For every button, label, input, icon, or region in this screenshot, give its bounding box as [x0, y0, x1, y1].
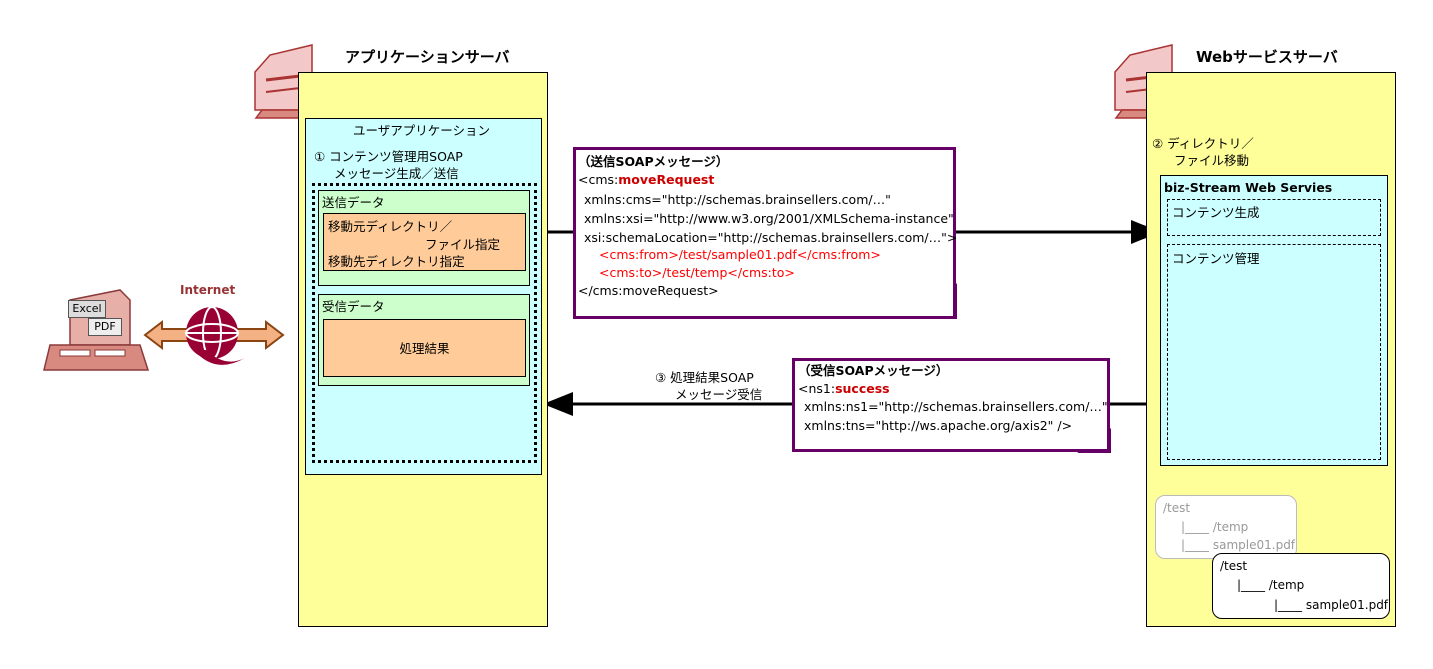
content-create-box: [1167, 199, 1381, 236]
web-server-title: Webサービスサーバ: [1196, 48, 1338, 66]
biz-stream-title: biz-Stream Web Servies: [1164, 180, 1333, 195]
send-line-schema: xsi:schemaLocation="http://schemas.brain…: [584, 230, 958, 245]
result-box: 処理結果: [323, 319, 526, 377]
step1-line2: メッセージ生成／送信: [334, 166, 459, 181]
step3-line2: メッセージ受信: [675, 387, 763, 402]
biz-stream-panel: [1160, 175, 1388, 466]
app-server-icon: [254, 44, 314, 119]
recv-open-tag: <ns1:success: [798, 380, 890, 397]
send-line-from: <cms:from>/test/sample01.pdf</cms:from>: [599, 247, 881, 262]
excel-doc-icon: Excel: [68, 300, 106, 318]
user-app-title: ユーザアプリケーション: [353, 123, 491, 138]
step2-line2: ファイル移動: [1174, 153, 1250, 168]
send-line2: ファイル指定: [425, 237, 501, 252]
recv-soap-title: （受信SOAPメッセージ）: [798, 363, 949, 378]
tree-before-line1: |____ /temp: [1181, 520, 1249, 534]
send-line3: 移動先ディレクトリ指定: [328, 254, 465, 269]
globe-icon: [185, 306, 245, 365]
send-data-label: 送信データ: [322, 195, 385, 210]
excel-label: Excel: [72, 302, 102, 315]
tree-after-line2: |____ sample01.pdf: [1274, 598, 1389, 612]
send-close-tag: </cms:moveRequest>: [578, 283, 719, 298]
send-soap-title: （送信SOAPメッセージ）: [578, 154, 729, 169]
tree-before-root: /test: [1163, 501, 1191, 515]
tree-after-line1: |____ /temp: [1237, 578, 1305, 592]
step1-line1: ① コンテンツ管理用SOAP: [314, 149, 463, 164]
send-line-to: <cms:to>/test/temp</cms:to>: [599, 265, 795, 280]
result-label: 処理結果: [399, 341, 450, 356]
recv-line-xmlns-ns1: xmlns:ns1="http://schemas.brainsellers.c…: [804, 399, 1108, 414]
tree-before-line2: |____ sample01.pdf: [1181, 538, 1296, 552]
send-soap-bubble: [573, 147, 956, 319]
send-data-detail: [323, 213, 526, 271]
pdf-label: PDF: [94, 320, 116, 333]
send-open-tag: <cms:moveRequest: [578, 171, 714, 188]
recv-open-name: success: [835, 381, 890, 396]
tree-after-root: /test: [1220, 559, 1248, 573]
send-open-name: moveRequest: [618, 172, 715, 187]
send-line-xmlns-cms: xmlns:cms="http://schemas.brainsellers.c…: [584, 192, 891, 207]
recv-open-prefix: <ns1:: [798, 381, 836, 396]
internet-label: Internet: [180, 283, 236, 297]
app-server-title: アプリケーションサーバ: [345, 48, 510, 66]
recv-data-label: 受信データ: [322, 299, 385, 314]
step2-line1: ② ディレクトリ／: [1152, 136, 1254, 151]
content-manage-box: [1167, 244, 1381, 460]
send-line-xmlns-xsi: xmlns:xsi="http://www.w3.org/2001/XMLSch…: [584, 211, 954, 226]
step3-line1: ③ 処理結果SOAP: [655, 370, 754, 385]
recv-soap-bubble: [792, 358, 1110, 452]
message-container: [312, 183, 537, 463]
recv-line-xmlns-tns: xmlns:tns="http://ws.apache.org/axis2" /…: [804, 418, 1073, 433]
pdf-doc-icon: PDF: [88, 318, 122, 336]
send-line1: 移動元ディレクトリ／: [328, 219, 453, 234]
tree-before-box: [1155, 495, 1297, 559]
tree-after-box: [1212, 553, 1390, 619]
send-open-prefix: <cms:: [578, 172, 619, 187]
content-create-label: コンテンツ生成: [1172, 205, 1260, 220]
content-manage-label: コンテンツ管理: [1172, 251, 1260, 266]
